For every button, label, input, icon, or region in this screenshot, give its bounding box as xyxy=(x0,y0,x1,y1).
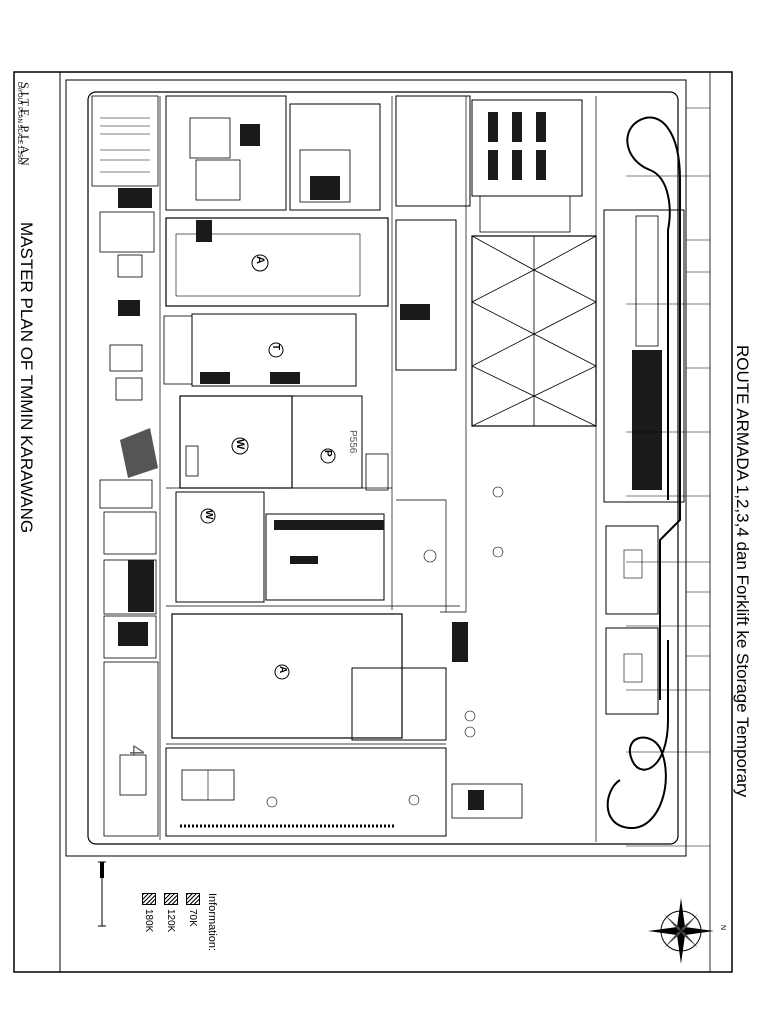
plant-a-top xyxy=(165,217,389,307)
plant-w-lower-label: W xyxy=(203,510,214,520)
site-boundary xyxy=(65,79,687,857)
vehicle-storage-track xyxy=(603,209,685,503)
plant-w-lower xyxy=(175,491,265,603)
site-plan-subtitle: LAYOUT PLAN SCALE 1:2500 xyxy=(16,82,22,165)
storage-temp-2 xyxy=(605,627,659,715)
parking-top-left xyxy=(91,95,159,187)
legend-item-70k: 70K xyxy=(186,893,200,927)
legend-title: Information: xyxy=(206,893,218,952)
storage-temp-1 xyxy=(605,525,659,615)
utility-building xyxy=(99,211,155,253)
warehouse-upper xyxy=(395,95,471,207)
paint-shop xyxy=(265,513,385,601)
test-track-route-bottom xyxy=(606,640,669,830)
route-title: ROUTE ARMADA 1,2,3,4 dan Forklift ke Sto… xyxy=(733,345,752,798)
utility-block-1 xyxy=(118,188,152,208)
plant-a-top-label: A xyxy=(254,256,266,264)
legend-swatch-icon xyxy=(142,893,156,905)
plant-p-code: P556 xyxy=(347,430,358,454)
press-shop-cluster xyxy=(289,103,381,211)
master-plan-title: MASTER PLAN OF TMMIN KARAWANG xyxy=(17,222,36,534)
sports-field-area xyxy=(165,747,447,837)
test-track-route-top xyxy=(626,116,681,700)
scale-bar xyxy=(100,862,104,878)
plant-a-bottom xyxy=(171,613,403,739)
open-field-left xyxy=(103,661,159,837)
plant-p-label: P xyxy=(322,450,333,457)
canteen-building xyxy=(120,428,158,478)
legend-item-120k: 120K xyxy=(164,893,178,932)
perimeter-road xyxy=(87,91,679,845)
svg-text:4: 4 xyxy=(125,745,147,756)
legend-swatch-icon xyxy=(186,893,200,905)
legend-swatch-icon xyxy=(164,893,178,905)
plant-a-bottom-label: A xyxy=(277,666,288,674)
office-cluster xyxy=(165,95,287,211)
plant-w-main-label: W xyxy=(234,439,246,450)
legend-item-180k: 180K xyxy=(142,893,156,932)
plant-t-label: T xyxy=(270,344,281,351)
north-label: N xyxy=(719,925,726,931)
building-right-mid xyxy=(395,219,457,371)
drawing-frame xyxy=(13,71,733,973)
north-arrow-icon xyxy=(648,898,714,964)
